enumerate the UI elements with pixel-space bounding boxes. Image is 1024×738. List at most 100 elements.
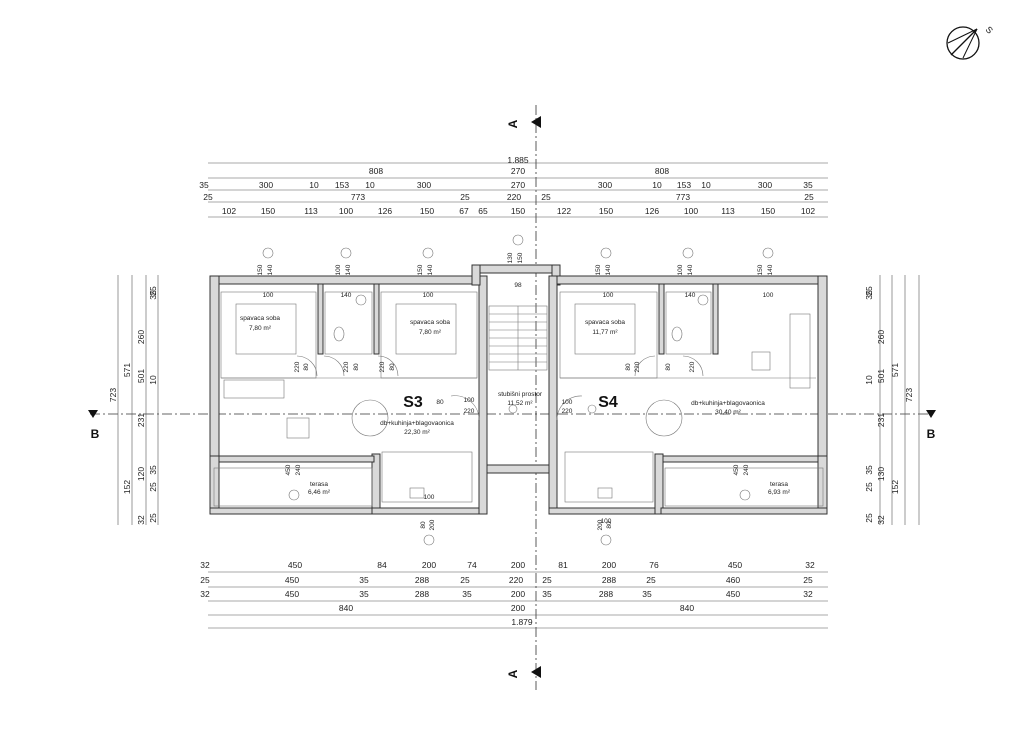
dimension-label: 25 [460, 575, 470, 585]
dimension-label: 32 [876, 515, 886, 525]
dimension-label: 102 [801, 206, 815, 216]
dimension-label: 501 [136, 369, 146, 383]
dimension-label: 220 [509, 575, 523, 585]
dimension-label: 220 [464, 408, 475, 415]
dimension-label: 153 [335, 180, 349, 190]
dimension-label: 840 [680, 603, 694, 613]
dimension-label: 220 [562, 408, 573, 415]
dimension-label: 25 [804, 192, 814, 202]
room-area-s3-living: 22,30 m² [404, 429, 430, 436]
dimension-label: 231 [136, 413, 146, 427]
dimension-label: 65 [478, 206, 488, 216]
dimension-label: 80 [606, 521, 613, 529]
dimension-label: 200 [511, 589, 525, 599]
compass-icon: S [946, 24, 995, 60]
dimension-label: 120 [136, 467, 146, 481]
dimension-label: 35 [148, 290, 158, 300]
room-name-s4-terrace: terasa [770, 481, 788, 488]
dimension-label: 220 [294, 361, 301, 372]
dimension-label: 773 [351, 192, 365, 202]
dimension-label: 450 [726, 589, 740, 599]
dimension-label: 35 [864, 290, 874, 300]
dimension-label: 300 [758, 180, 772, 190]
dimension-label: 288 [415, 575, 429, 585]
unit-label-s4: S4 [598, 394, 618, 411]
dimension-label: 200 [602, 560, 616, 570]
dimension-label: 140 [605, 264, 612, 275]
dimension-label: 150 [261, 206, 275, 216]
dimension-label: 35 [148, 465, 158, 475]
dimension-label: 723 [108, 388, 118, 402]
dimension-label: 25 [542, 575, 552, 585]
room-area-s3-bed2: 7,80 m² [419, 329, 442, 336]
dimension-label: 200 [597, 519, 604, 530]
dimension-label: 270 [511, 166, 525, 176]
dimension-lines-top [208, 162, 828, 218]
dimension-label: 25 [460, 192, 470, 202]
room-area-s4-terrace: 6,93 m² [768, 489, 791, 496]
dimension-label: 200 [429, 519, 436, 530]
dimension-label: 76 [649, 560, 659, 570]
section-arrow-b-right-icon [926, 410, 936, 418]
dimension-label: 723 [904, 388, 914, 402]
dimension-label: 32 [805, 560, 815, 570]
room-name-s3-bed1: spavaca soba [240, 315, 280, 322]
dimension-label: 74 [467, 560, 477, 570]
dimension-label: 100 [763, 292, 774, 299]
dimension-label: 32 [803, 589, 813, 599]
dimension-label: 25 [646, 575, 656, 585]
dimension-label: 260 [876, 330, 886, 344]
dimension-label: 150 [257, 264, 264, 275]
dimension-label: 808 [369, 166, 383, 176]
dimension-label: 10 [652, 180, 662, 190]
dimension-label: 100 [464, 397, 475, 404]
dimension-label: 200 [511, 603, 525, 613]
dimension-label: 80 [665, 363, 672, 371]
dimension-label: 231 [876, 413, 886, 427]
unit-label-s3: S3 [403, 394, 423, 411]
dimension-label: 140 [345, 264, 352, 275]
room-outlines [213, 291, 824, 507]
dimension-label: 35 [359, 589, 369, 599]
door-swings [296, 355, 704, 421]
dimension-label: 10 [864, 375, 874, 385]
dimension-label: 100 [603, 292, 614, 299]
dimension-label: 501 [876, 369, 886, 383]
dimension-label: 300 [598, 180, 612, 190]
room-area-s3-terrace: 6,46 m² [308, 489, 331, 496]
dimension-label: 80 [389, 363, 396, 371]
dimension-label: 113 [304, 206, 318, 216]
dimension-label: 80 [420, 521, 427, 529]
dimension-label: 122 [557, 206, 571, 216]
dimension-label: 130 [876, 467, 886, 481]
room-name-s3-living: db+kuhinja+blagovaonica [380, 420, 454, 427]
dimension-label: 150 [420, 206, 434, 216]
building-walls [209, 264, 828, 515]
section-a-top-label: A [506, 119, 520, 128]
dimension-label: 571 [890, 363, 900, 377]
dimension-label: 80 [625, 363, 632, 371]
room-area-s4-living: 30,40 m² [715, 409, 741, 416]
dimension-label: 25 [148, 286, 158, 296]
section-arrow-a-top-icon [531, 116, 541, 128]
dimension-label: 140 [687, 264, 694, 275]
dimension-label: 100 [263, 292, 274, 299]
dimension-label: 220 [379, 361, 386, 372]
room-name-s3-terrace: terasa [310, 481, 328, 488]
dimension-label: 200 [511, 560, 525, 570]
dimension-label: 25 [541, 192, 551, 202]
dimension-label: 288 [415, 589, 429, 599]
dimension-label: 450 [285, 589, 299, 599]
room-area-s3-bed1: 7,80 m² [249, 325, 272, 332]
dimension-label: 126 [645, 206, 659, 216]
dimension-label: 450 [728, 560, 742, 570]
dimension-label: 10 [701, 180, 711, 190]
dimension-lines-side [117, 275, 920, 525]
dimension-label: 80 [353, 363, 360, 371]
dimension-label: 200 [422, 560, 436, 570]
dimension-label: 150 [595, 264, 602, 275]
